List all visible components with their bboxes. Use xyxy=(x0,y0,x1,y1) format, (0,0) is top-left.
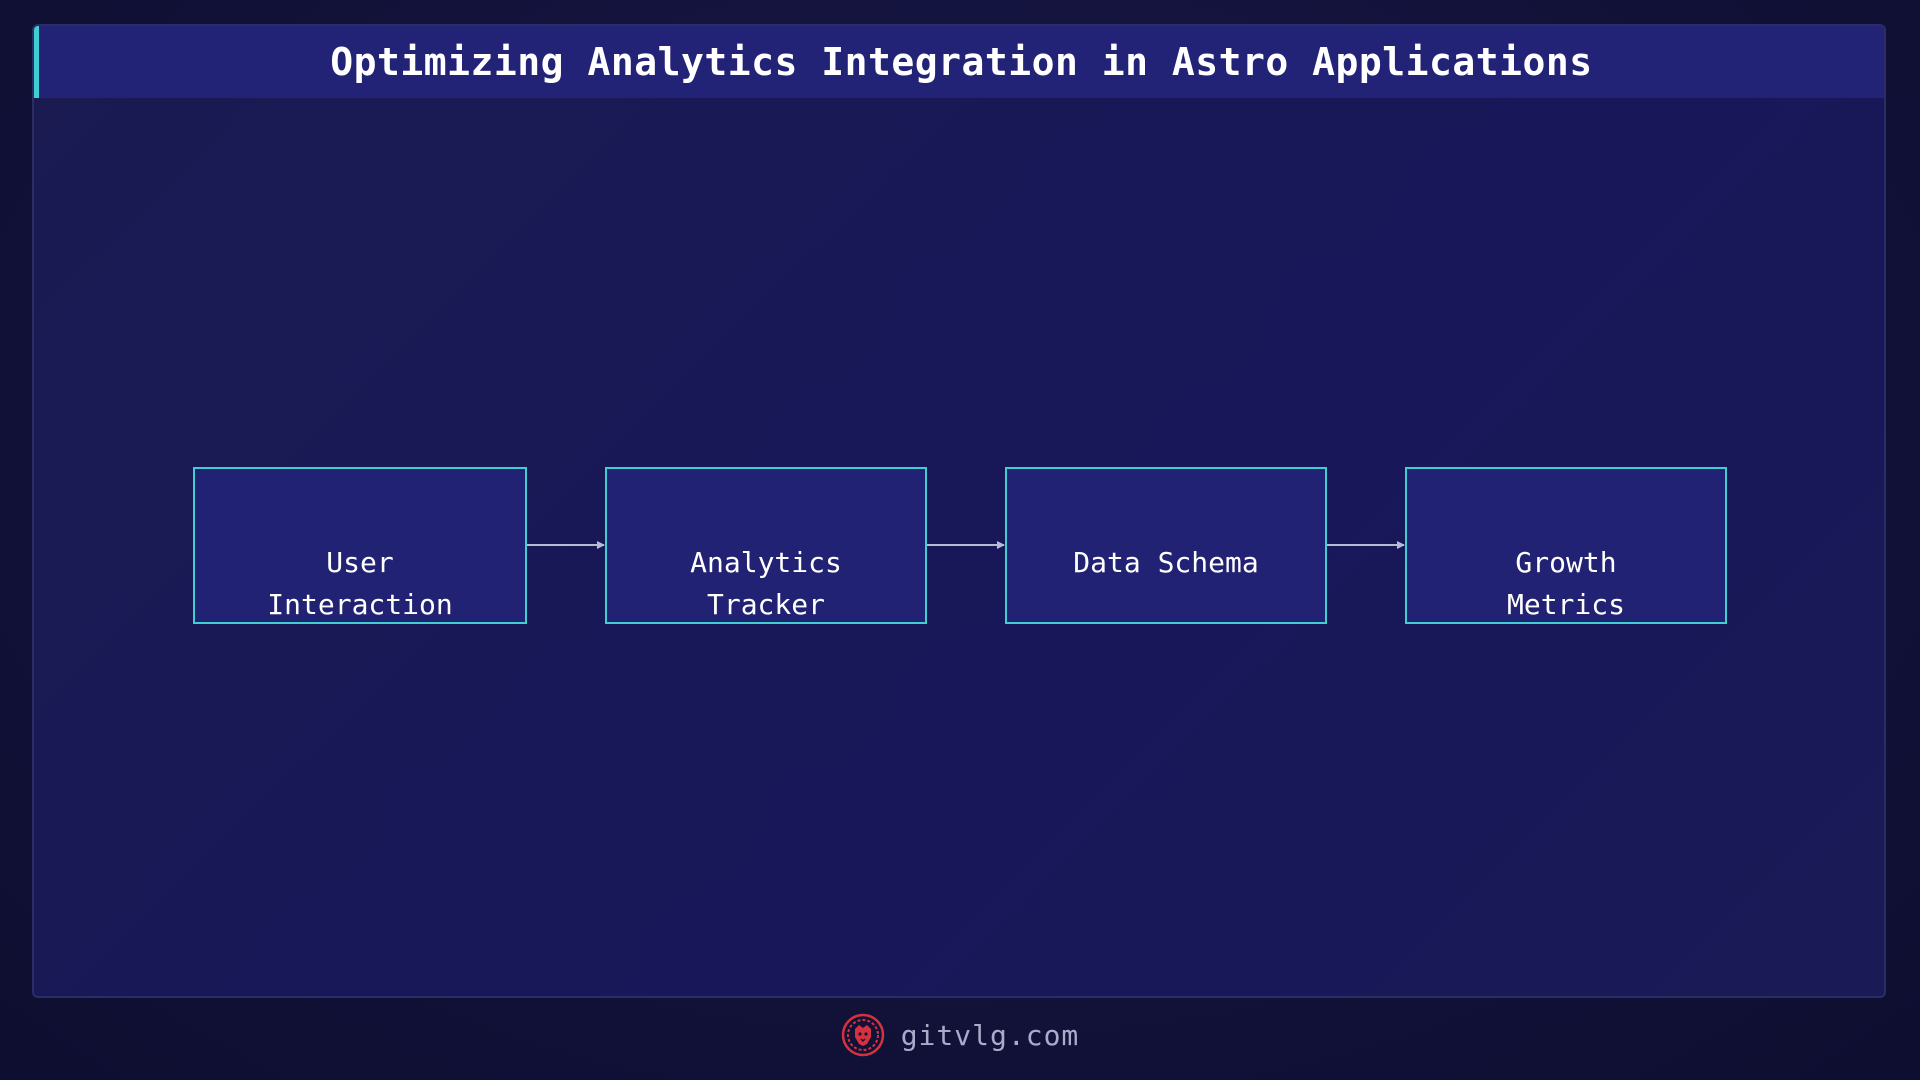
lion-head-icon xyxy=(841,1013,884,1057)
node-label: Data Schema xyxy=(1073,546,1259,579)
node-label: User Interaction xyxy=(267,546,453,621)
page-title: Optimizing Analytics Integration in Astr… xyxy=(330,40,1593,84)
node-growth-metrics: Growth Metrics xyxy=(1405,467,1727,624)
node-label: Analytics Tracker xyxy=(690,546,842,621)
site-url[interactable]: gitvlg.com xyxy=(900,1018,1080,1052)
title-bar: Optimizing Analytics Integration in Astr… xyxy=(34,26,1884,98)
node-label: Growth Metrics xyxy=(1506,546,1625,621)
footer: gitvlg.com xyxy=(0,1012,1920,1058)
node-analytics-tracker: Analytics Tracker xyxy=(605,467,927,624)
node-user-interaction: User Interaction xyxy=(193,467,527,624)
node-data-schema: Data Schema xyxy=(1005,467,1327,624)
